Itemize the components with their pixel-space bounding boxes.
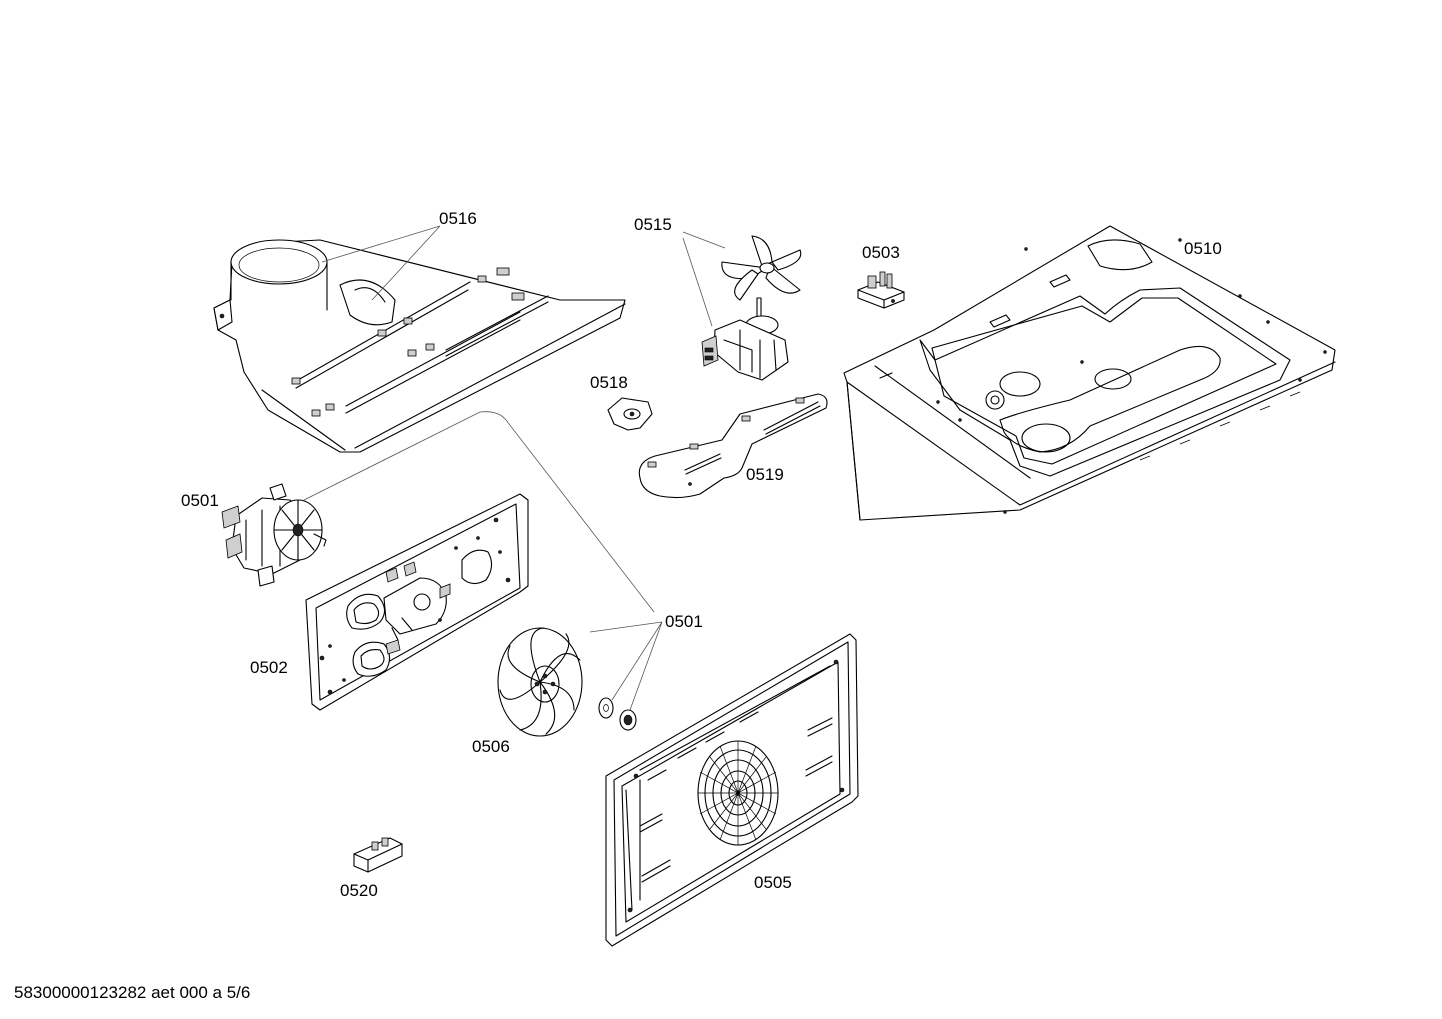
leader-0516 [321,225,441,301]
part-0501-washer-nut [598,697,637,731]
part-0501-fan-motor [221,483,327,587]
label-0516: 0516 [439,209,477,228]
label-0501-set: 0501 [665,612,703,631]
label-0506: 0506 [472,737,510,756]
label-0503: 0503 [862,243,900,262]
leader-0501-set [589,621,663,711]
label-0505: 0505 [754,873,792,892]
label-0515: 0515 [634,215,672,234]
part-0510-housing-plate [843,225,1336,521]
part-0520-terminal [353,837,403,873]
part-0519-cover-plate [638,393,828,499]
leader-0515 [682,231,726,327]
label-0518: 0518 [590,373,628,392]
label-0502: 0502 [250,658,288,677]
part-0516-air-duct [213,239,626,453]
part-0505-rear-wall [605,633,859,947]
part-0515-fan-motor [701,297,789,381]
part-0503-thermostat [857,271,905,309]
part-0518-bracket [607,397,653,431]
part-0502-rear-panel [305,493,529,711]
footer-doc-id: 58300000123282 aet 000 a 5/6 [14,983,250,1002]
label-0519: 0519 [746,465,784,484]
label-0510: 0510 [1184,239,1222,258]
label-0520: 0520 [340,881,378,900]
label-0501-motor: 0501 [181,491,219,510]
part-0506-fan-wheel [497,627,583,737]
part-0515-cooling-fan [721,235,802,301]
leader-0501-motor [303,411,655,613]
